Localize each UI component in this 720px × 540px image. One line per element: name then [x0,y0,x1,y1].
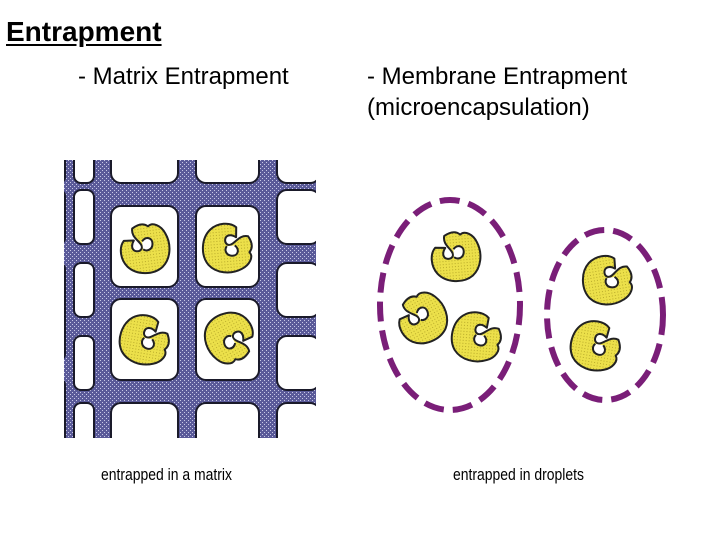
matrix-pore [73,160,95,184]
matrix-pore [276,189,316,245]
matrix-pore [195,160,260,184]
matrix-pore [276,335,316,391]
matrix-background [64,160,316,438]
matrix-pore [64,307,66,359]
enzyme-icon [428,228,484,285]
membrane-entrapment-heading: - Membrane Entrapment (microencapsulatio… [367,61,707,123]
membrane-droplets-figure [377,197,666,413]
matrix-pore [276,402,316,438]
enzyme-icon [448,309,505,365]
enzyme-icon [387,284,457,354]
matrix-pore [64,264,66,316]
matrix-pore [73,402,95,438]
enzyme-icon [577,250,637,310]
membrane-droplet [544,227,666,403]
matrix-pore [110,402,179,438]
matrix-grid-figure [64,160,316,438]
matrix-pore [73,189,95,245]
matrix-entrapment-heading: - Matrix Entrapment [78,63,289,90]
matrix-pore [73,262,95,318]
matrix-pore [64,191,66,243]
matrix-pore [73,335,95,391]
matrix-pore [276,160,316,184]
slide-title: Entrapment [6,16,162,47]
matrix-caption: entrapped in a matrix [101,465,232,484]
matrix-pore [64,380,66,432]
matrix-pore [64,419,66,438]
matrix-pore [110,160,179,184]
membrane-droplet [377,197,523,413]
membrane-entrapment-line: - Membrane Entrapment [367,63,628,90]
microencapsulation-line: (microencapsulation) [367,94,590,121]
droplets-caption: entrapped in droplets [453,465,584,484]
matrix-pore [195,402,260,438]
matrix-pore [64,160,66,182]
matrix-pore [276,262,316,318]
enzyme-icon [565,316,625,376]
